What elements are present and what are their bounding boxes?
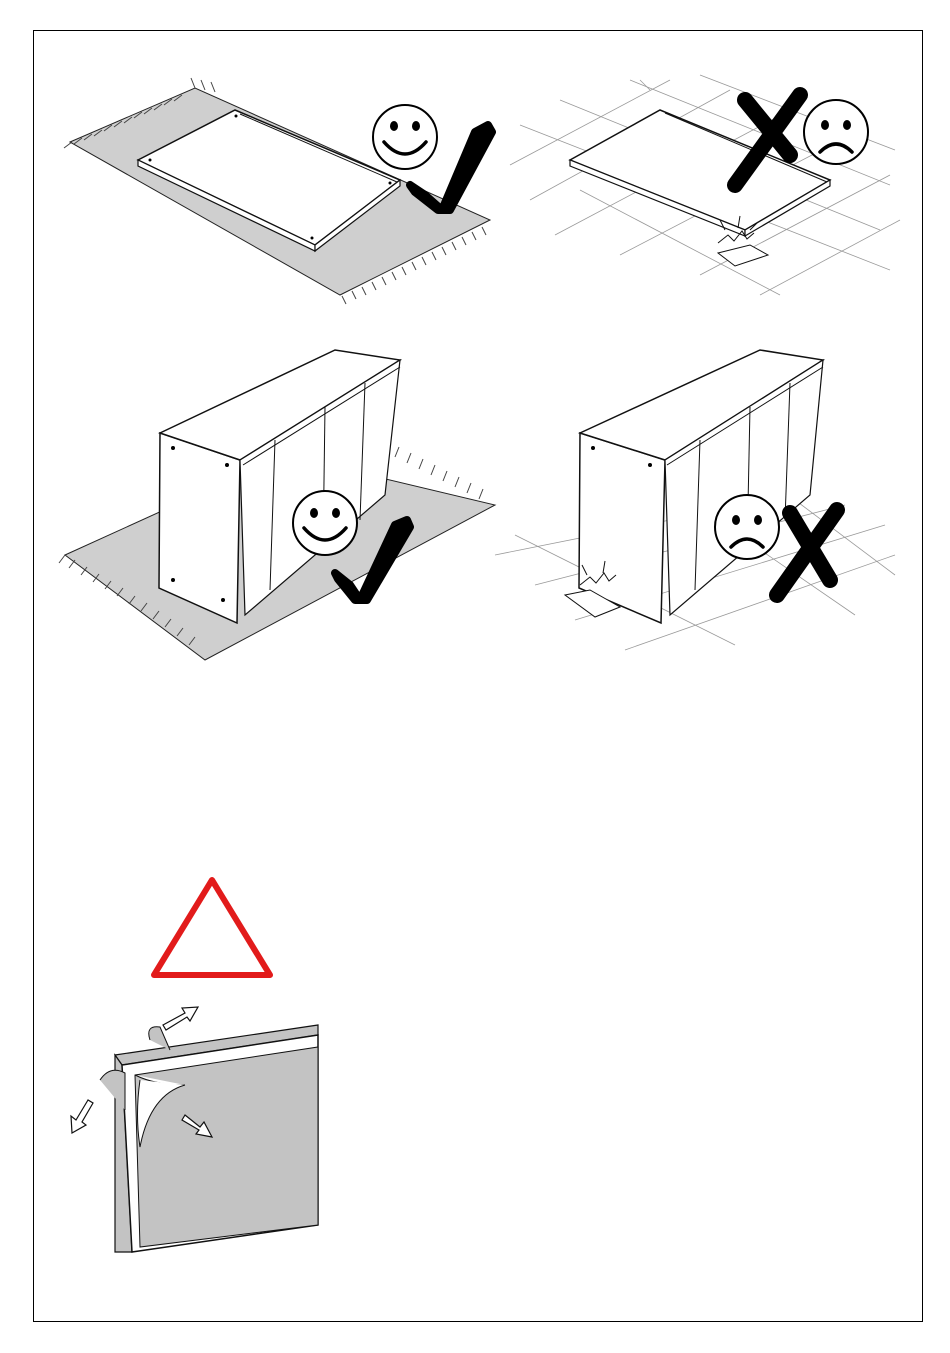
panel-top-left: [50, 60, 500, 310]
panel-top-right: [500, 70, 910, 300]
warning-film-illustration: [60, 875, 340, 1265]
sad-face-icon: [715, 495, 779, 559]
smiley-face-icon: [373, 105, 437, 169]
smiley-face-icon: [293, 491, 357, 555]
flat-panel-on-tiles-illustration: [500, 70, 910, 300]
cabinet-on-rug-illustration: [55, 345, 505, 675]
panel-mid-left: [55, 345, 505, 675]
panel-mid-right: [495, 345, 905, 665]
cabinet-on-tiles-illustration: [495, 345, 905, 665]
sad-face-icon: [804, 100, 868, 164]
protective-film: [135, 1047, 318, 1247]
flat-panel-on-rug-illustration: [50, 60, 500, 310]
warning-triangle-icon: [154, 880, 270, 975]
panel-warning: [60, 875, 340, 1265]
